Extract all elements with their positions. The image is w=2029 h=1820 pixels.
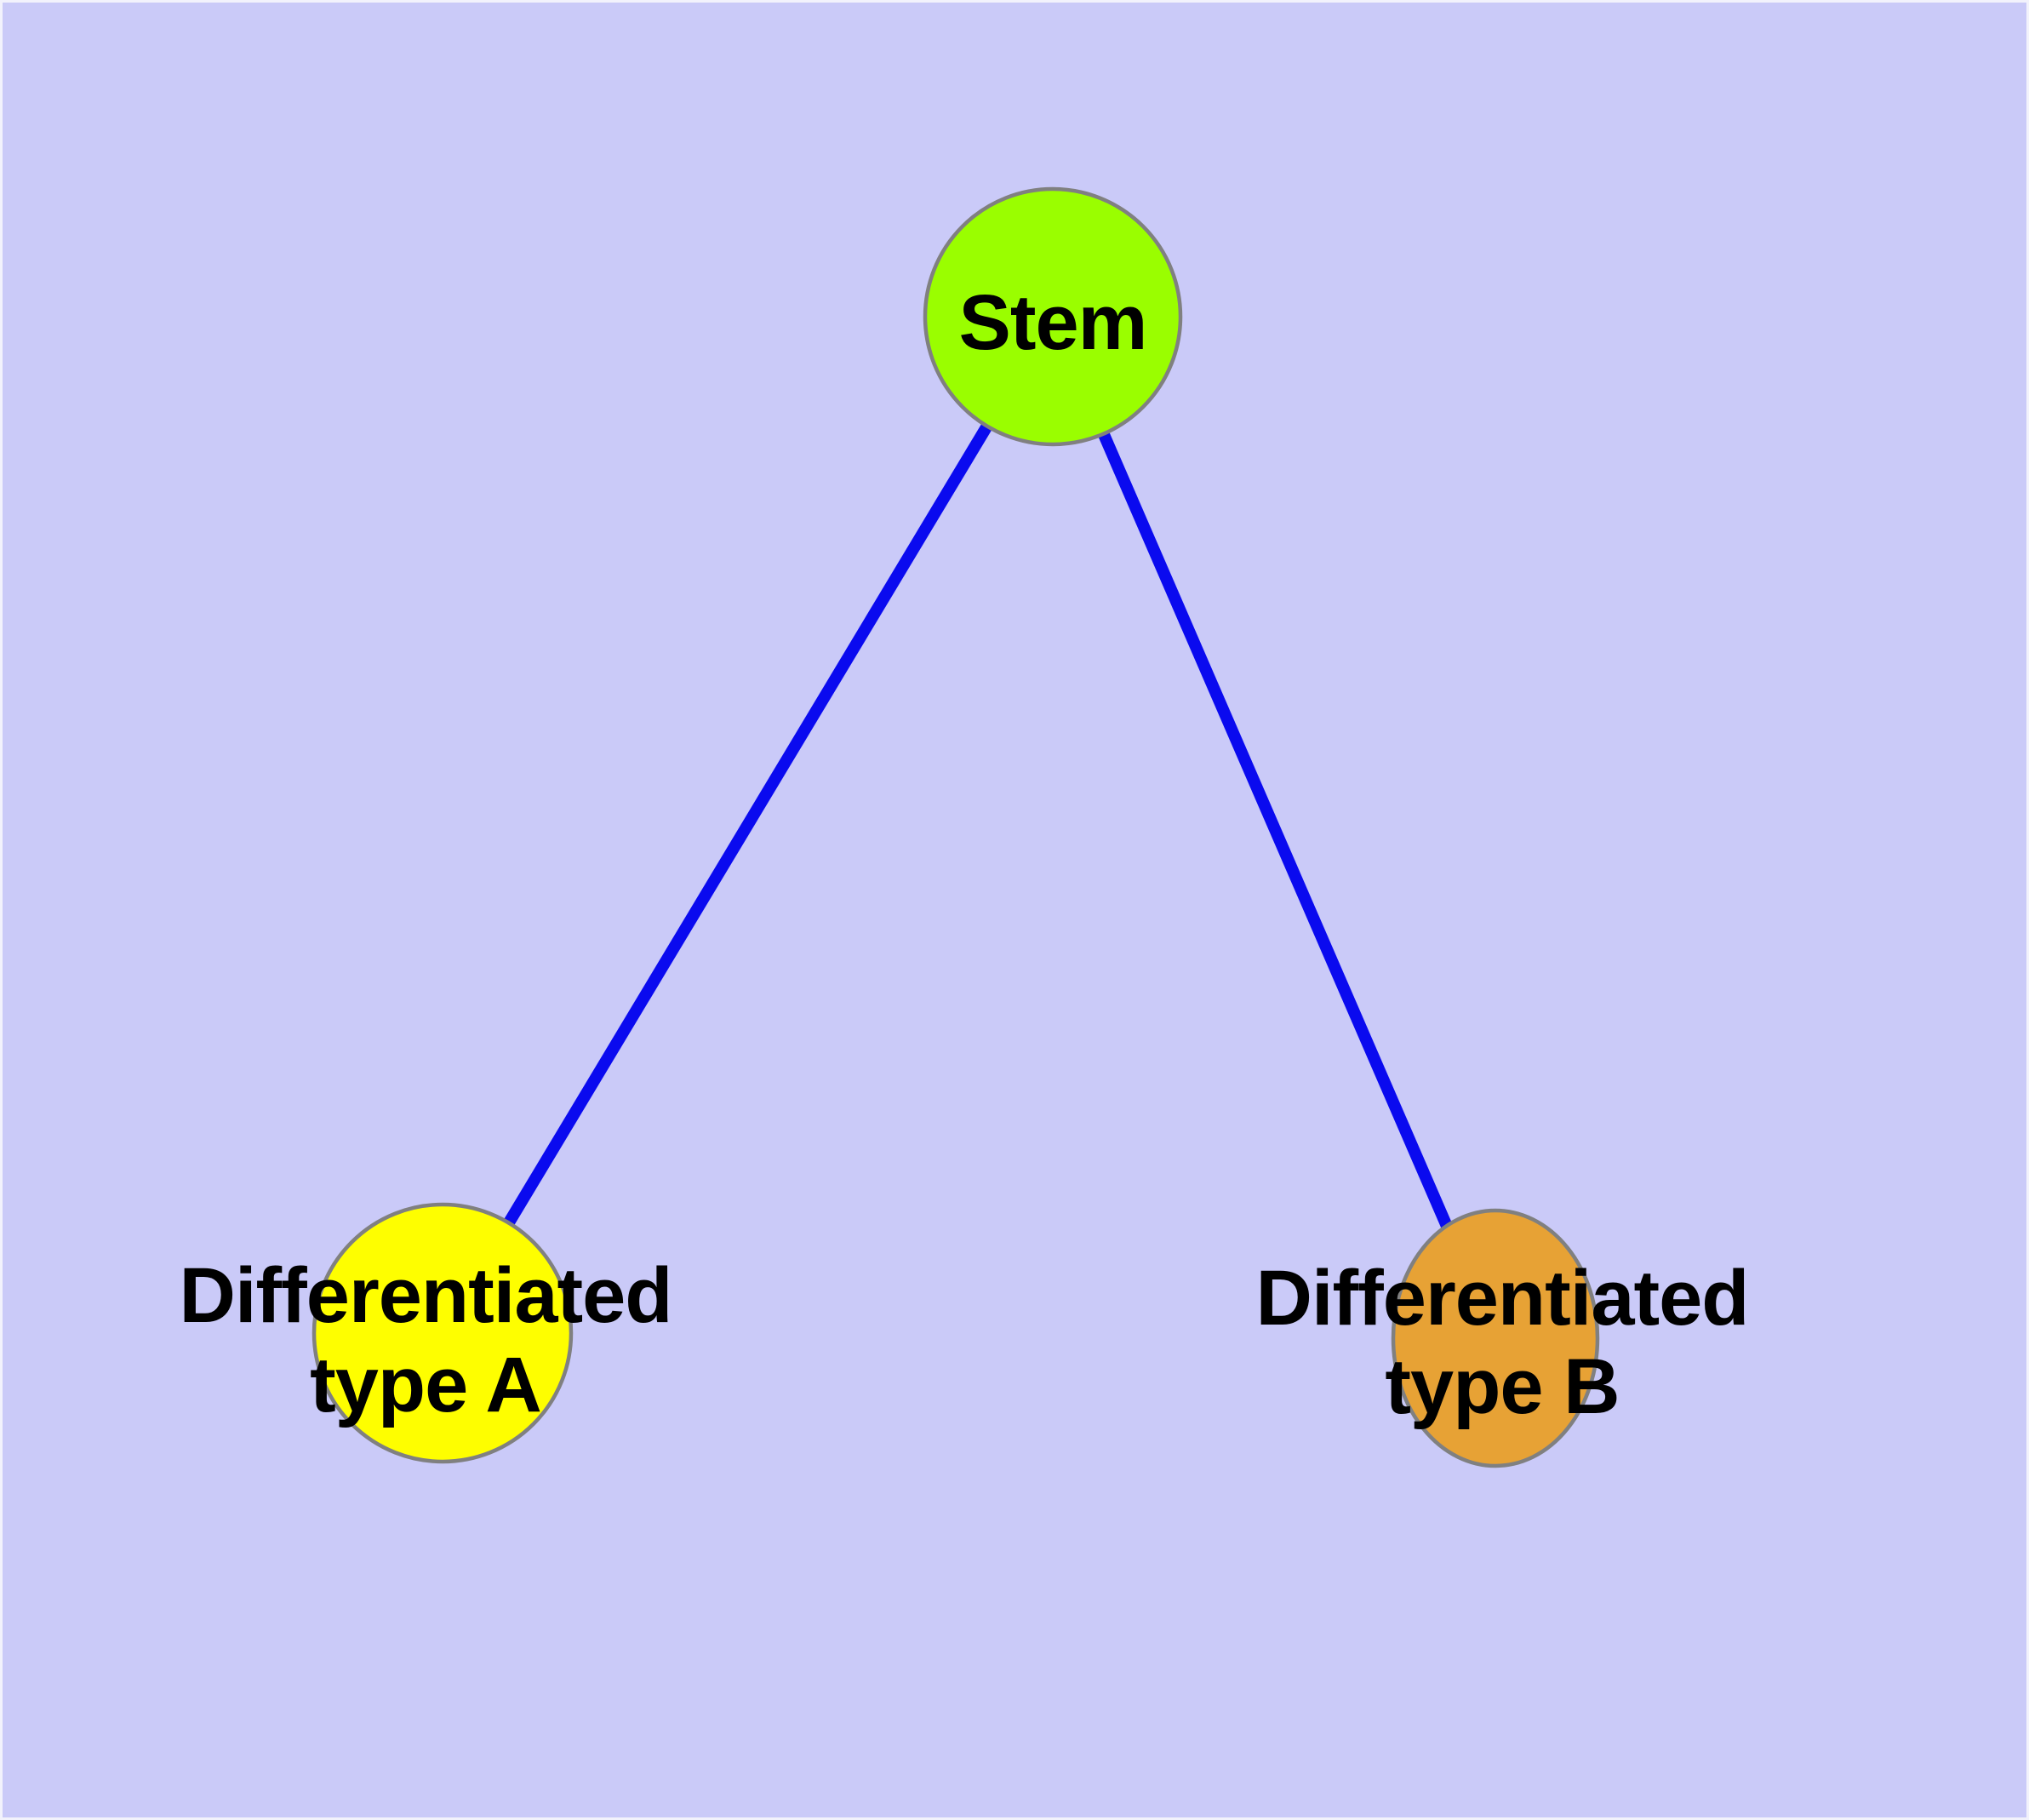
node-type-b-label-line1: Differentiated xyxy=(1256,1255,1749,1342)
node-type-a-label-line2: type A xyxy=(310,1342,541,1428)
node-type-b-label-line2: type B xyxy=(1385,1343,1619,1430)
edge-stem-to-type-a xyxy=(437,313,1059,1336)
node-type-a-label-line1: Differentiated xyxy=(180,1252,672,1339)
node-differentiated-type-b xyxy=(1391,1208,1600,1468)
node-stem-label: Stem xyxy=(959,279,1147,366)
edge-stem-to-type-b xyxy=(1047,314,1501,1341)
node-stem xyxy=(923,186,1183,447)
node-differentiated-type-a xyxy=(311,1202,574,1464)
